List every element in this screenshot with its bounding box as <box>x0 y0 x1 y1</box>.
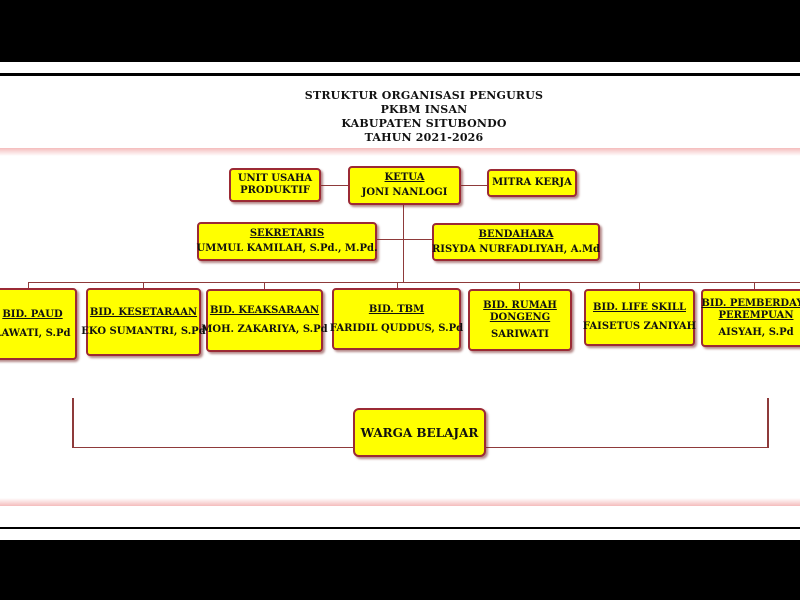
bidang-tbm-name: FARIDIL QUDDUS, S.Pd <box>329 322 464 334</box>
document-page: STRUKTUR ORGANISASI PENGURUS PKBM INSAN … <box>0 62 800 540</box>
connector-drop-5 <box>519 282 520 289</box>
bidang-keaksaraan-name: MOH. ZAKARIYA, S.Pd <box>201 324 328 335</box>
bidang-pemberdayaan-role-line1: BID. PEMBERDAYA <box>701 297 800 309</box>
header-organization: PKBM INSAN <box>380 103 468 116</box>
bracket-left <box>72 398 74 448</box>
bidang-rumah-dongeng-role-line2: DONGENG <box>489 311 551 323</box>
ketua-role: KETUA <box>384 172 425 183</box>
connector-drop-4 <box>397 282 398 289</box>
bidang-paud-name: LAWATI, S.Pd <box>0 327 71 339</box>
bidang-paud-role: BID. PAUD <box>2 308 63 320</box>
bidang-life-skill-role: BID. LIFE SKILL <box>593 302 686 313</box>
mitra-kerja-box: MITRA KERJA <box>487 169 577 197</box>
bidang-life-skill-box: BID. LIFE SKILL FAISETUS ZANIYAH <box>582 289 697 346</box>
bottom-rule <box>0 527 800 529</box>
band-top-glow <box>0 148 800 156</box>
bidang-keaksaraan-box: BID. KEAKSARAAN MOH. ZAKARIYA, S.Pd <box>201 289 328 352</box>
connector-ketua-mitra <box>460 185 487 186</box>
bendahara-box: BENDAHARA RISYDA NURFADLIYAH, A.Md <box>432 223 600 261</box>
bendahara-role: BENDAHARA <box>478 228 554 240</box>
bidang-kesetaraan-role: BID. KESETARAAN <box>89 306 198 318</box>
mitra-kerja-label: MITRA KERJA <box>492 177 572 188</box>
bidang-pemberdayaan-name: AISYAH, S.Pd <box>718 326 794 338</box>
bidang-pemberdayaan-box: BID. PEMBERDAYA PEREMPUAN AISYAH, S.Pd <box>701 289 800 347</box>
bidang-keaksaraan-role: BID. KEAKSARAAN <box>209 305 320 316</box>
unit-usaha-line2: PRODUKTIF <box>240 185 310 196</box>
bidang-kesetaraan-name: EKO SUMANTRI, S.Pd <box>81 325 206 337</box>
bendahara-name: RISYDA NURFADLIYAH, A.Md <box>431 243 601 255</box>
header-period: TAHUN 2021-2026 <box>364 131 484 144</box>
warga-belajar-box: WARGA BELAJAR <box>353 408 486 457</box>
connector-drop-3 <box>264 282 265 289</box>
connector-drop-7 <box>754 282 755 289</box>
sekretaris-name: UMMUL KAMILAH, S.Pd., M.Pd. <box>196 243 378 254</box>
header-region: KABUPATEN SITUBONDO <box>341 117 507 130</box>
header-title: STRUKTUR ORGANISASI PENGURUS <box>304 89 544 102</box>
bidang-life-skill-name: FAISETUS ZANIYAH <box>582 321 697 332</box>
connector-drop-6 <box>639 282 640 289</box>
ketua-box: KETUA JONI NANLOGI <box>348 166 461 205</box>
connector-unit-ketua <box>320 185 348 186</box>
unit-usaha-box: UNIT USAHA PRODUKTIF <box>229 168 321 202</box>
bidang-paud-box: BID. PAUD LAWATI, S.Pd <box>0 288 77 360</box>
connector-sekretaris-bendahara <box>376 239 432 240</box>
connector-bidang-bus <box>28 282 800 283</box>
sekretaris-role: SEKRETARIS <box>249 228 325 239</box>
top-rule <box>0 73 800 76</box>
bracket-right <box>767 398 769 448</box>
bidang-rumah-dongeng-role-line1: BID. RUMAH <box>483 299 557 311</box>
connector-ketua-trunk <box>403 205 404 282</box>
bidang-tbm-box: BID. TBM FARIDIL QUDDUS, S.Pd <box>329 288 464 350</box>
sekretaris-box: SEKRETARIS UMMUL KAMILAH, S.Pd., M.Pd. <box>197 222 377 261</box>
ketua-name: JONI NANLOGI <box>361 187 448 198</box>
connector-drop-1 <box>28 282 29 289</box>
band-bottom-glow <box>0 498 800 506</box>
bidang-kesetaraan-box: BID. KESETARAAN EKO SUMANTRI, S.Pd <box>81 288 206 356</box>
bidang-pemberdayaan-role-line2: PEREMPUAN <box>718 309 794 321</box>
bidang-rumah-dongeng-box: BID. RUMAH DONGENG SARIWATI <box>468 289 572 351</box>
connector-drop-2 <box>143 282 144 289</box>
bidang-rumah-dongeng-name: SARIWATI <box>491 328 549 340</box>
unit-usaha-line1: UNIT USAHA <box>237 173 313 184</box>
warga-belajar-label: WARGA BELAJAR <box>360 425 479 440</box>
bidang-tbm-role: BID. TBM <box>368 303 425 315</box>
